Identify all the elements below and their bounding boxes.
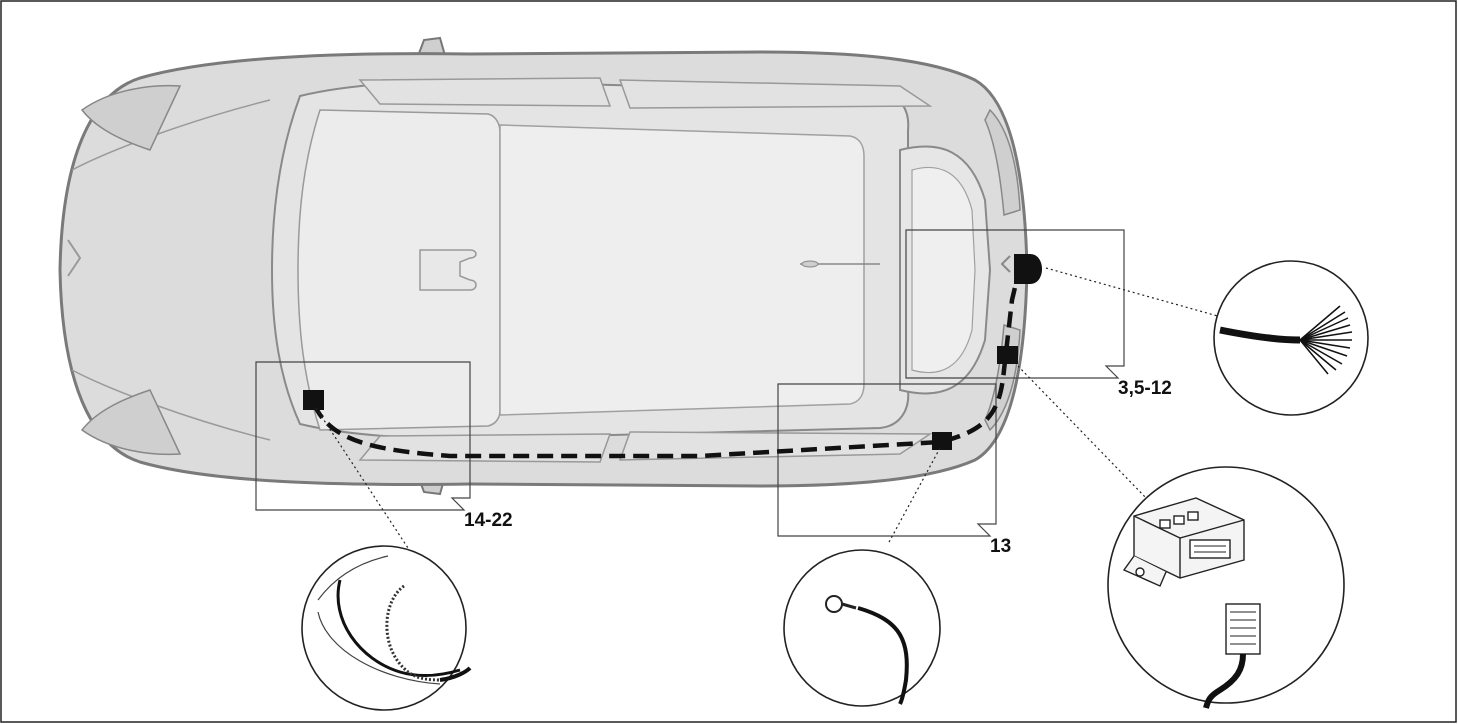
callout-label-front-harness: 14-22 <box>464 510 513 531</box>
electronic-module-icon <box>997 346 1018 364</box>
harness-connector-icon <box>317 555 472 685</box>
harness-connector-marker <box>303 390 324 410</box>
callout-box-front-harness <box>255 361 471 511</box>
detail-ground-terminal <box>783 549 941 707</box>
callout-label-ground-point: 13 <box>990 536 1011 557</box>
callout-box-rear-socket <box>905 229 1125 379</box>
towbar-socket-icon <box>1014 254 1042 284</box>
control-module-box-icon <box>1122 497 1245 587</box>
ground-ring-terminal-icon <box>825 595 909 705</box>
callout-label-rear-socket: 3,5-12 <box>1118 378 1172 399</box>
wire-bundle-icon <box>1219 305 1353 375</box>
wiring-harness-route <box>311 265 1023 459</box>
ground-point-marker <box>932 432 952 450</box>
car-top-view-icon <box>58 36 1029 496</box>
leader-lines <box>315 267 1233 549</box>
detail-wire-bundle <box>1213 260 1369 416</box>
callout-box-ground-point <box>777 383 997 537</box>
detail-electronic-module <box>1107 466 1345 709</box>
detail-front-connector <box>301 545 472 711</box>
module-plug-icon <box>1203 603 1261 709</box>
